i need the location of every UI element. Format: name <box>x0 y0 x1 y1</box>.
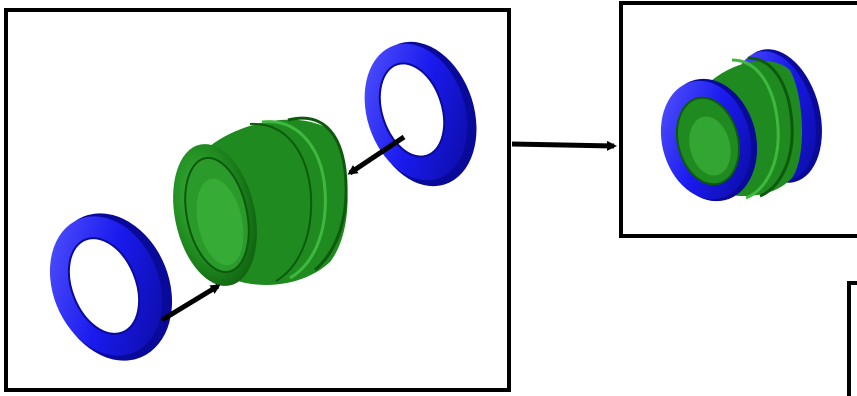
assembled-view-panel <box>619 1 857 238</box>
arrow-exploded-to-assembled <box>511 140 617 151</box>
arrow-left-ring-to-body <box>160 283 221 323</box>
assembled-part <box>660 49 822 202</box>
arrow-right-ring-to-body <box>347 134 406 176</box>
green-body <box>173 116 348 286</box>
partial-panel-frame <box>847 281 857 396</box>
left-ring <box>49 213 173 361</box>
exploded-view-panel <box>4 8 511 392</box>
